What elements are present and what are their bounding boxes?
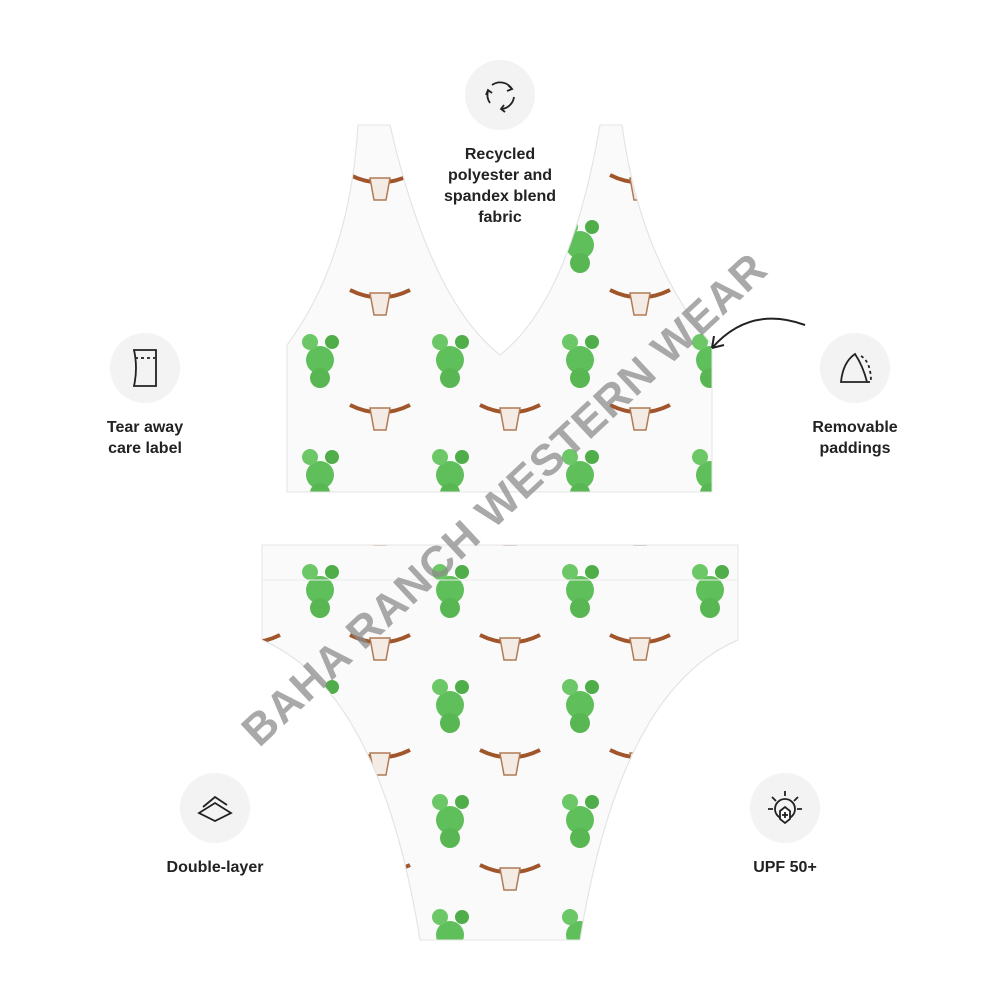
bikini-bottom (261, 544, 739, 941)
bikini-top (286, 124, 713, 493)
feature-recycled: Recycled polyester and spandex blend fab… (420, 60, 580, 228)
feature-care-label: Tear away care label (80, 333, 210, 459)
padding-icon (820, 333, 890, 403)
recycle-icon (465, 60, 535, 130)
sun-shield-icon (750, 773, 820, 843)
feature-upf: UPF 50+ (720, 773, 850, 878)
pointer-arrow-icon (711, 317, 806, 349)
layers-icon (180, 773, 250, 843)
tag-label-icon (110, 333, 180, 403)
feature-paddings: Removable paddings (790, 333, 920, 459)
feature-double-layer: Double-layer (150, 773, 280, 878)
